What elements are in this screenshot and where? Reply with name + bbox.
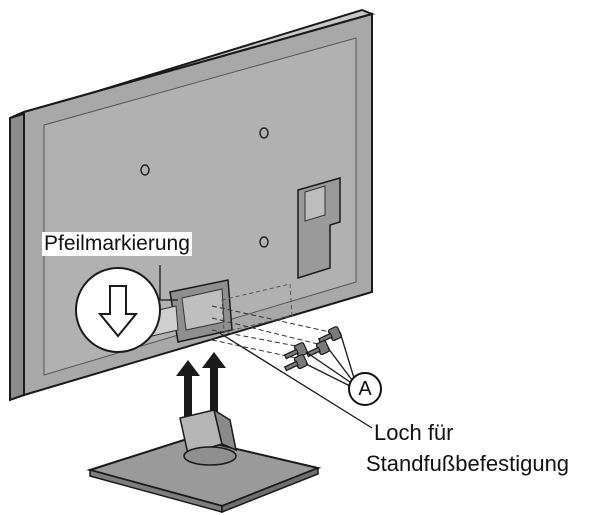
stand-mount-bracket <box>149 279 293 343</box>
screw-icon <box>283 326 342 372</box>
hole-label-line2: Standfußbefestigung <box>366 451 570 476</box>
hole-pointer-line <box>217 331 373 429</box>
tv-stand <box>86 408 322 514</box>
screw-guide-lines <box>211 305 331 359</box>
hole-label-line1: Loch für <box>374 420 454 445</box>
tv-back-panel <box>9 8 376 402</box>
arrow-marking-label: Pfeilmarkierung <box>42 232 192 256</box>
up-arrow-icon <box>176 352 226 418</box>
screw-pointer-lines <box>305 331 355 387</box>
screw-marker-a: A <box>348 372 382 406</box>
down-arrow-icon <box>97 285 139 338</box>
